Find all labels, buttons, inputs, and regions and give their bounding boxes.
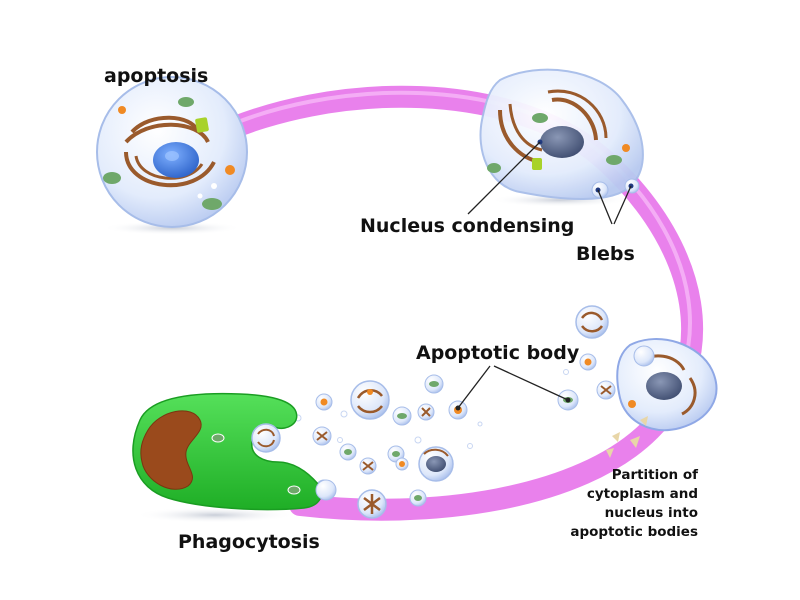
label-apoptosis: apoptosis [104,65,209,87]
apoptotic-body [392,406,412,426]
mitochondrion [487,163,501,173]
mitochondrion [202,198,222,210]
shadow [135,507,295,523]
engulfed-body [251,423,281,453]
endoplasmic-reticulum [551,97,598,141]
engulfed-organelle [257,439,275,448]
apoptotic-body [596,380,616,400]
apoptotic-body [418,446,454,482]
endoplasmic-reticulum [130,115,200,134]
vesicle [211,183,217,189]
apoptotic-body [417,403,435,421]
mitochondrion [178,97,194,107]
endoplasmic-reticulum [124,151,216,188]
apoptotic-body [409,489,427,507]
fragment [612,432,620,442]
vesicle [118,106,126,114]
mitochondrion [606,155,622,165]
nucleolus [165,151,179,161]
condensed-nucleus [540,126,584,158]
condensing-cell [479,68,644,200]
leader-dot [565,397,571,403]
apoptotic-body [395,457,409,471]
label-phagocytosis: Phagocytosis [178,531,320,553]
label-apoptotic-body: Apoptotic body [416,342,580,364]
label-partition-line-4: apoptotic bodies [570,524,698,540]
small-vesicle [340,410,348,418]
apoptotic-body [359,457,377,475]
endoplasmic-reticulum [508,103,543,152]
healthy-cell [96,76,248,228]
vesicle [225,165,235,175]
phagocyte-mitochondrion [211,433,225,443]
apoptotic-bodies [294,305,655,519]
leader-blebs-2 [613,185,632,225]
fragment [630,436,640,448]
leader-lines [457,141,632,409]
engulfed-organelle [257,428,275,437]
label-nucleus-condensing: Nucleus condensing [360,215,575,237]
endoplasmic-reticulum [124,122,210,144]
phagocyte [132,392,337,511]
approaching-body [315,479,337,501]
apoptotic-body [339,443,357,461]
small-vesicle [563,369,569,375]
vesicle [197,193,203,199]
leader-blebs-1 [597,189,613,225]
label-partition-line-2: cytoplasm and [586,486,698,502]
small-vesicle [337,437,343,443]
apoptotic-body [312,426,332,446]
golgi [532,158,542,170]
phagocyte-mitochondrion [287,485,301,495]
mitochondrion [103,172,121,184]
small-vesicle [414,436,422,444]
endoplasmic-reticulum [547,89,608,139]
apoptotic-body [350,380,390,420]
phagocyte-nucleus [140,410,202,490]
vesicle [622,144,630,152]
apoptotic-body [575,305,609,339]
apoptotic-body [357,489,387,519]
apoptotic-body [315,393,333,411]
fragment [606,448,614,458]
endoplasmic-reticulum [681,377,697,416]
leader-dot [455,405,461,411]
vesicle [628,400,636,408]
apoptotic-body [579,353,597,371]
mitochondrion [532,113,548,123]
apoptotic-body [633,345,655,367]
golgi [195,117,209,133]
endoplasmic-reticulum [134,155,204,180]
label-blebs: Blebs [576,243,635,265]
condensed-nucleus [646,372,682,400]
leader-apoptotic-body-1 [457,365,491,409]
label-partition-line-1: Partition of [611,467,698,483]
leader-nucleus-condensing [467,141,541,215]
leader-apoptotic-body-2 [493,365,569,401]
small-vesicle [467,443,473,449]
fragment [640,416,648,426]
apoptotic-body [424,374,444,394]
label-partition-line-3: nucleus into [604,505,698,521]
label-partition: Partition of cytoplasm and nucleus into … [548,466,698,542]
small-vesicle [477,421,483,427]
